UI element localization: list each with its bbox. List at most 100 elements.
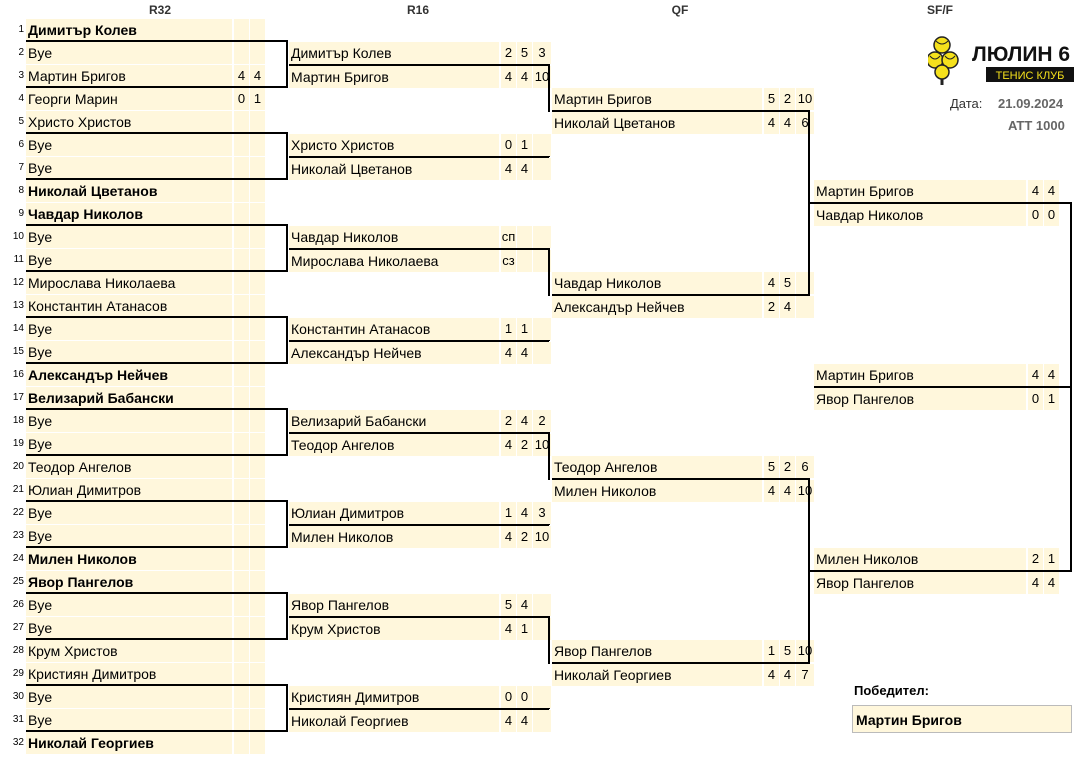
seed-number: 24	[12, 553, 24, 564]
bracket-connector	[26, 454, 288, 456]
bracket-connector	[26, 592, 288, 594]
r32-score	[250, 341, 265, 363]
seed-number: 7	[18, 162, 24, 173]
bracket-connector	[289, 156, 549, 158]
r16-score: 2	[517, 434, 532, 456]
bracket-connector	[289, 524, 549, 526]
r16-score: 4	[501, 434, 516, 456]
seed-number: 22	[12, 507, 24, 518]
sf-score: 4	[1044, 572, 1059, 594]
player-name: Явор Пангелов	[814, 388, 1026, 410]
r16-score: 0	[501, 134, 516, 156]
player-name: Александър Нейчев	[289, 342, 499, 364]
r32-score	[250, 226, 265, 248]
player-name: Кристиян Димитров	[26, 663, 232, 685]
player-name: Милен Николов	[26, 548, 232, 570]
r32-score	[234, 709, 249, 731]
qf-score: 4	[780, 112, 795, 134]
qf-score: 4	[764, 272, 779, 294]
player-name: Явор Пангелов	[289, 594, 499, 616]
player-name: Кристиян Димитров	[289, 686, 499, 708]
r16-score	[517, 226, 532, 248]
r16-score: 0	[517, 686, 532, 708]
seed-number: 2	[18, 47, 24, 58]
seed-number: 8	[18, 185, 24, 196]
r16-score: 2	[501, 410, 516, 432]
qf-score: 6	[796, 456, 814, 478]
logo-subtitle: ТЕНИС КЛУБ	[996, 70, 1065, 82]
qf-score: 2	[780, 456, 795, 478]
qf-score: 5	[780, 640, 795, 662]
player-name: Чавдар Николов	[814, 204, 1026, 226]
player-name: Явор Пангелов	[814, 572, 1026, 594]
qf-score	[796, 296, 814, 318]
r16-score: 5	[517, 42, 532, 64]
player-name: Николай Георгиев	[26, 732, 232, 754]
player-name: Константин Атанасов	[26, 295, 232, 317]
qf-score: 1	[764, 640, 779, 662]
qf-score: 4	[764, 112, 779, 134]
bracket-connector	[26, 178, 288, 180]
r32-score: 4	[234, 65, 249, 87]
bracket-connector	[26, 408, 288, 410]
player-name: Bye	[26, 594, 232, 616]
r16-score: 4	[501, 618, 516, 640]
bracket-connector	[289, 708, 549, 710]
player-name: Милен Николов	[289, 526, 499, 548]
player-name: Милен Николов	[814, 548, 1026, 570]
round-header-r32: R32	[148, 3, 171, 17]
r16-score	[533, 226, 551, 248]
final-score: 4	[1028, 364, 1043, 386]
r16-score: 4	[517, 410, 532, 432]
seed-number: 25	[12, 576, 24, 587]
player-name: Чавдар Николов	[289, 226, 499, 248]
r16-score: 2	[517, 526, 532, 548]
qf-score: 4	[764, 480, 779, 502]
player-name: Георги Марин	[26, 88, 232, 110]
bracket-connector	[286, 592, 288, 640]
player-name: Димитър Колев	[26, 19, 232, 41]
r16-score: 4	[501, 158, 516, 180]
r32-score	[234, 571, 249, 593]
seed-number: 16	[12, 369, 24, 380]
bracket-connector	[26, 270, 288, 272]
qf-score: 10	[796, 640, 814, 662]
player-name: Bye	[26, 433, 232, 455]
player-name: Bye	[26, 617, 232, 639]
r16-score: 4	[517, 158, 532, 180]
r32-score	[234, 180, 249, 202]
r32-score	[250, 295, 265, 317]
bracket-connector	[286, 500, 288, 548]
r32-score: 1	[250, 88, 265, 110]
bracket-connector	[286, 132, 288, 180]
seed-number: 20	[12, 461, 24, 472]
player-name: Христо Христов	[289, 134, 499, 156]
r32-score	[234, 663, 249, 685]
player-name: Константин Атанасов	[289, 318, 499, 340]
player-name: Bye	[26, 157, 232, 179]
player-name: Велизарий Бабански	[289, 410, 499, 432]
bracket-connector	[548, 340, 550, 341]
bracket-connector	[289, 64, 549, 66]
r32-score	[250, 594, 265, 616]
player-name: Bye	[26, 525, 232, 547]
bracket-connector	[26, 224, 288, 226]
player-name: Мартин Бригов	[26, 65, 232, 87]
r32-score	[250, 157, 265, 179]
r16-score: 1	[501, 318, 516, 340]
player-name: Bye	[26, 341, 232, 363]
r32-score	[234, 249, 249, 271]
r16-score: 4	[517, 710, 532, 732]
r16-score: 10	[533, 526, 551, 548]
r32-score	[234, 433, 249, 455]
bracket-connector	[26, 638, 288, 640]
bracket-connector	[548, 156, 550, 157]
player-name: Крум Христов	[289, 618, 499, 640]
qf-score: 6	[796, 112, 814, 134]
sf-score: 2	[1028, 548, 1043, 570]
r32-score	[234, 732, 249, 754]
bracket-connector	[26, 546, 288, 548]
r16-score: 4	[517, 342, 532, 364]
bracket-connector	[548, 248, 550, 296]
qf-score: 4	[780, 480, 795, 502]
